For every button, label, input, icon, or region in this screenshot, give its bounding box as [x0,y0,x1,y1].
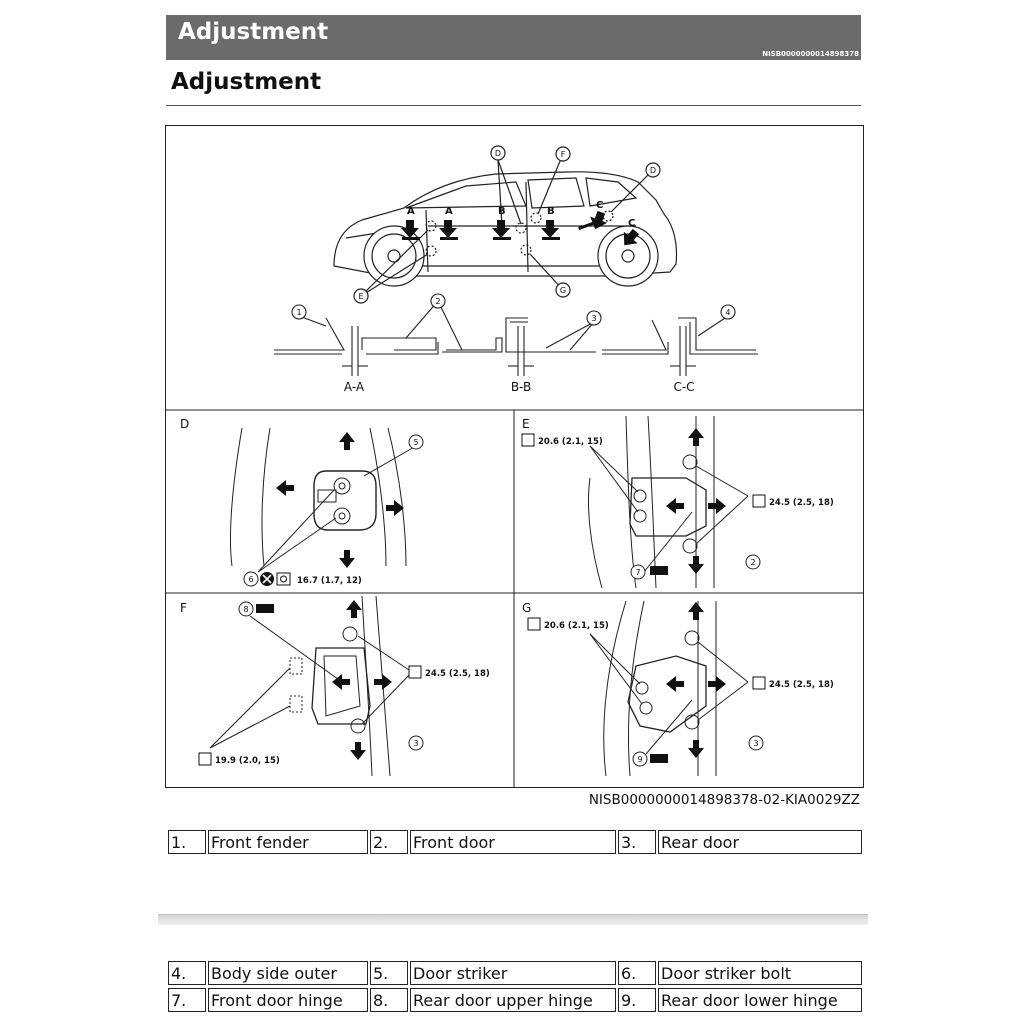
legend-number: 8. [370,988,408,1012]
panel-d-drawing [229,427,424,587]
section-banner: Adjustment NISB0000000014898378 [166,15,861,60]
section-mark: B [498,206,506,217]
callout-letter: F [561,150,566,159]
part-number: 5 [413,438,418,447]
table-row: 1. Front fender 2. Front door 3. Rear do… [168,830,862,854]
front-wheel [363,225,425,287]
legend-label: Front door hinge [208,988,368,1012]
part-number: 3 [753,739,758,748]
striker-bolt-icons [260,572,291,586]
car-outline [333,171,678,277]
panel-label: G [522,601,531,615]
legend-number: 3. [618,830,656,854]
legend-number: 9. [618,988,656,1012]
title-rule [166,105,861,106]
banner-code: NISB0000000014898378 [762,50,859,58]
adjustment-figure: A A B B C C D F D E G [165,125,864,788]
legend-label: Front fender [208,830,368,854]
callout-letter: G [560,286,566,295]
torque-spec: 24.5 (2.5, 18) [769,680,834,690]
callout-letter: D [495,149,501,158]
section-mark: B [547,206,555,217]
legend-label: Door striker bolt [658,961,862,985]
legend-number: 5. [370,961,408,985]
torque-spec: 20.6 (2.1, 15) [544,621,609,631]
legend-table-2: 4. Body side outer 5. Door striker 6. Do… [166,958,864,1015]
part-number: 6 [248,575,253,584]
figure-drawing: A A B B C C D F D E G [166,145,863,787]
table-row: 7. Front door hinge 8. Rear door upper h… [168,988,862,1012]
banner-title: Adjustment [178,19,329,45]
torque-spec: 24.5 (2.5, 18) [769,498,834,508]
section-mark: A [445,206,453,217]
rear-wheel [597,225,659,287]
section-label: A-A [344,380,365,394]
legend-label: Rear door upper hinge [410,988,616,1012]
legend-number: 2. [370,830,408,854]
part-number: 4 [725,308,730,317]
torque-spec: 16.7 (1.7, 12) [297,576,362,586]
legend-number: 7. [168,988,206,1012]
section-label: B-B [511,380,531,394]
callout-letter: D [650,166,656,175]
part-number: 3 [591,314,596,323]
legend-number: 1. [168,830,206,854]
part-number: 7 [635,568,640,577]
panel-f-drawing [209,595,424,777]
section-mark: C [596,200,603,211]
legend-label: Body side outer [208,961,368,985]
panel-label: E [522,417,530,431]
torque-spec: 24.5 (2.5, 18) [425,669,490,679]
legend-table-1: 1. Front fender 2. Front door 3. Rear do… [166,830,864,854]
table-row: 4. Body side outer 5. Door striker 6. Do… [168,961,862,985]
cross-sections [274,293,758,376]
part-number: 3 [413,739,418,748]
section-label: C-C [673,380,694,394]
callout-letter: E [358,292,363,301]
part-number: 2 [750,558,755,567]
part-number: 8 [243,605,248,614]
panel-label: D [180,417,189,431]
panel-e-drawing [588,415,761,589]
section-mark: C [628,218,635,229]
legend-label: Door striker [410,961,616,985]
section-mark: A [407,206,415,217]
torque-spec: 20.6 (2.1, 15) [538,437,603,447]
legend-label: Rear door lower hinge [658,988,862,1012]
legend-label: Front door [410,830,616,854]
legend-number: 4. [168,961,206,985]
page-title: Adjustment [171,69,322,95]
legend-label: Rear door [658,830,862,854]
figure-id: NISB0000000014898378-02-KIA0029ZZ [588,792,860,808]
torque-spec: 19.9 (2.0, 15) [215,756,280,766]
part-number: 1 [296,308,301,317]
part-number: 9 [637,755,642,764]
legend-number: 6. [618,961,656,985]
part-number: 2 [435,297,440,306]
panel-g-drawing [589,600,764,777]
page-separator [158,914,868,925]
panel-label: F [180,601,187,615]
